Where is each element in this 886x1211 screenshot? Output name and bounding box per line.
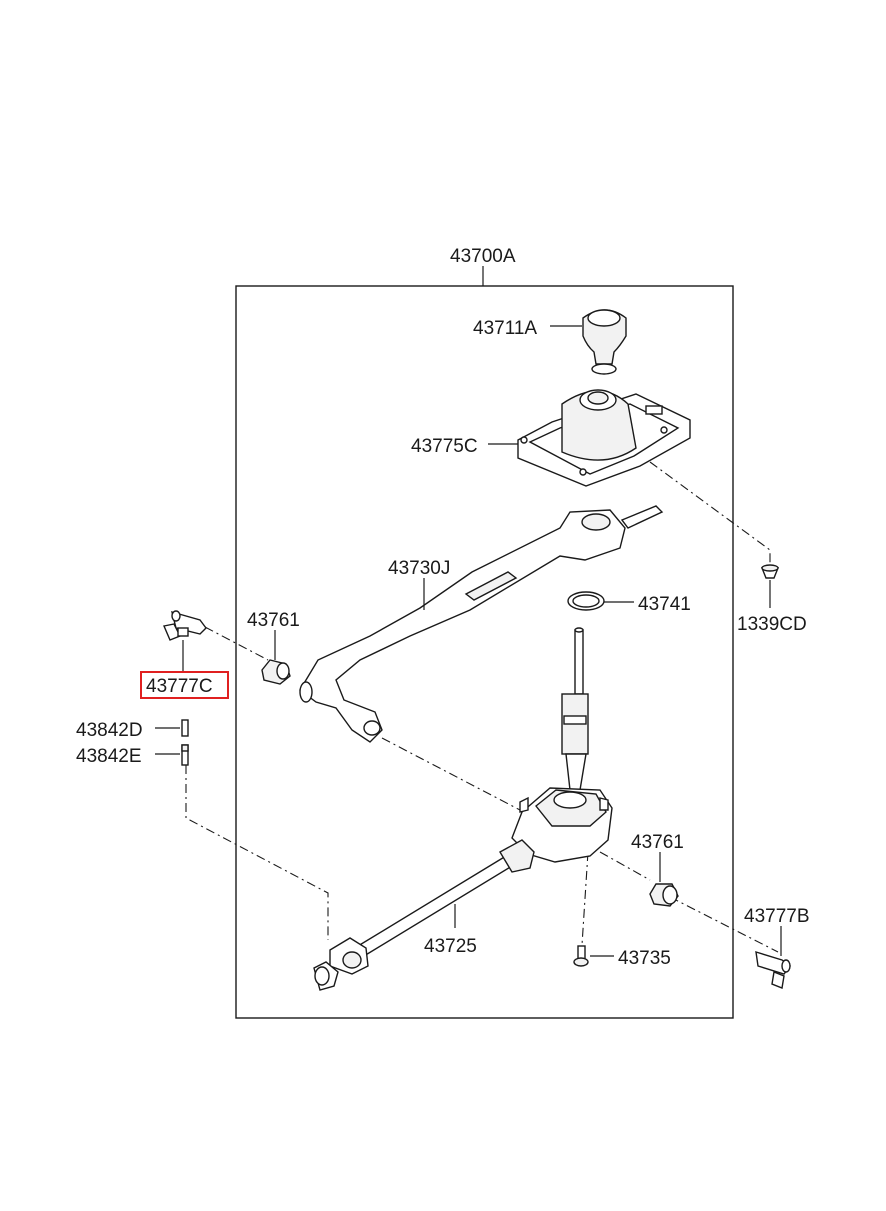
dash-screw <box>581 851 589 946</box>
gear-knob <box>582 309 627 375</box>
pin-43842e <box>181 744 189 766</box>
label-screw: 43735 <box>618 948 671 969</box>
screw <box>573 945 589 967</box>
label-bushing-right: 43761 <box>631 832 684 853</box>
retaining-clip-right <box>755 951 791 989</box>
pin-43842d <box>181 719 189 737</box>
retaining-clip-left <box>163 610 207 641</box>
assembly-frame <box>235 285 734 1019</box>
label-rod: 43725 <box>424 936 477 957</box>
gear-housing <box>511 627 613 863</box>
dash-left-bushing <box>204 626 269 661</box>
label-clip-left[interactable]: 43777C <box>146 676 213 697</box>
shift-lever <box>299 505 664 743</box>
label-boot-plate: 43775C <box>411 436 478 457</box>
label-ring: 43741 <box>638 594 691 615</box>
label-bushing-left: 43761 <box>247 610 300 631</box>
o-ring <box>567 591 605 611</box>
dash-pin-rod <box>185 765 329 940</box>
dash-lever-housing <box>381 737 521 811</box>
shift-rod <box>313 839 535 991</box>
label-bolt: 1339CD <box>737 614 807 635</box>
dash-right <box>599 851 779 953</box>
bushing-right <box>649 883 679 907</box>
mount-bolt <box>760 564 780 579</box>
label-knob: 43711A <box>473 318 537 339</box>
label-clip-right: 43777B <box>744 906 810 927</box>
boot-plate <box>517 389 691 487</box>
label-pin-e: 43842E <box>76 746 142 767</box>
highlight-box <box>140 671 229 699</box>
dash-bolt <box>649 461 771 565</box>
bushing-left <box>261 659 291 685</box>
label-lever: 43730J <box>388 558 450 579</box>
label-assembly: 43700A <box>450 246 516 267</box>
label-pin-d: 43842D <box>76 720 143 741</box>
